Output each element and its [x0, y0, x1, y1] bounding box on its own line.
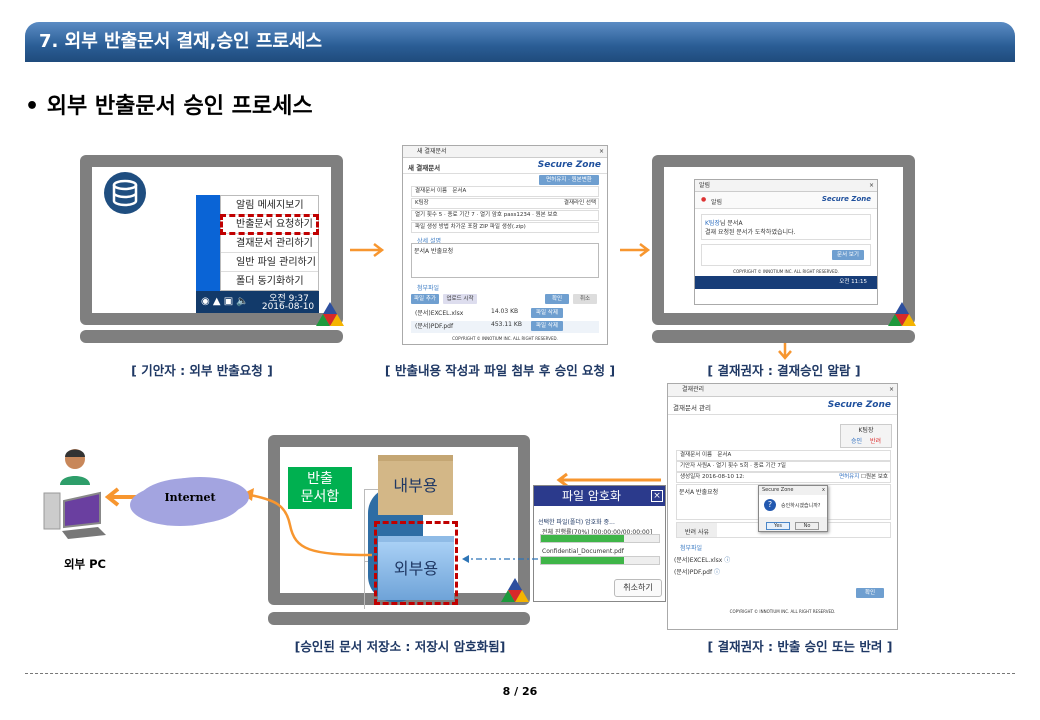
- internet-cloud-icon: [138, 478, 242, 524]
- menu-item-folder-sync[interactable]: 폴더 동기화하기: [236, 276, 304, 287]
- siren-icon: ●: [701, 196, 707, 203]
- clock-time: 오전 11:15: [839, 279, 867, 285]
- arrow-right-icon: [620, 243, 651, 257]
- tray-icons: ◉ ▲ ▣ 🔈: [201, 296, 249, 307]
- external-pc-icon: [43, 449, 106, 539]
- attach-label: 첨부파일: [417, 285, 440, 292]
- brand-logo: Secure Zone: [537, 160, 601, 170]
- close-icon[interactable]: ×: [888, 386, 894, 393]
- encrypt-title: 파일 암호화×: [534, 486, 665, 506]
- database-icon: [104, 172, 146, 214]
- caption-step3: [ 결재권자 : 결재승인 알람 ]: [707, 363, 861, 378]
- cancel-encrypt-button[interactable]: 취소하기: [614, 579, 662, 597]
- caption-step4: [ 결재권자 : 반출 승인 또는 반려 ]: [707, 639, 893, 654]
- start-panel: 알림 메세지보기 반출문서 요청하기 결재문서 관리하기 일반 파일 관리하기 …: [196, 195, 319, 313]
- encrypt-window: 파일 암호화× 선택한 파일(폴더) 암호화 중... 전체 진행률(70%) …: [533, 485, 666, 602]
- add-file-button[interactable]: 파일 추가: [411, 294, 439, 304]
- export-box-label: 반출 문서함: [288, 467, 352, 509]
- folder-internal[interactable]: 내부용: [378, 455, 453, 515]
- method-select[interactable]: 차가운 포함 ZIP 파일 생성(.zip): [450, 224, 526, 230]
- caption-storage: [승인된 문서 저장소 : 저장시 암호화됨]: [294, 639, 506, 654]
- arrow-down-icon: [778, 343, 792, 360]
- close-icon[interactable]: ×: [651, 490, 663, 502]
- arrow-right-icon: [350, 243, 385, 257]
- page-number: 8 / 26: [502, 685, 538, 698]
- brand-logo: Secure Zone: [827, 400, 891, 410]
- secure-zone-logo-icon: [888, 302, 916, 326]
- laptop-drafter: 알림 메세지보기 반출문서 요청하기 결재문서 관리하기 일반 파일 관리하기 …: [80, 155, 344, 326]
- reject-button[interactable]: 반려: [870, 438, 882, 445]
- approver-select-button[interactable]: 결재라인 선택: [563, 200, 596, 206]
- view-count-field[interactable]: 5: [438, 212, 443, 218]
- ok-button[interactable]: 확인: [545, 294, 569, 304]
- detail-label: 상세 설명: [417, 238, 441, 245]
- doc-name-field[interactable]: 문서A: [452, 188, 467, 194]
- arrow-left-icon: [556, 472, 661, 488]
- attached-file[interactable]: (문서)EXCEL.xlsx ⓘ: [674, 557, 731, 564]
- copyright: COPYRIGHT © INNOTIUM INC. ALL RIGHT RESE…: [452, 336, 558, 341]
- new-approval-window: 새 결재문서× 새 결재문서 Secure Zone 면허유지 · 원본변환 결…: [402, 145, 608, 345]
- external-pc-label: 외부 PC: [63, 557, 107, 571]
- laptop-base: [80, 330, 343, 343]
- export-path-arrow: [104, 487, 373, 557]
- overall-progress-bar: [540, 534, 660, 543]
- window-header: 새 결재문서: [408, 164, 441, 172]
- close-icon[interactable]: ×: [868, 182, 874, 189]
- slide-title-bar: 7. 외부 반출문서 결재,승인 프로세스: [25, 22, 1015, 62]
- brand-logo: Secure Zone: [821, 195, 871, 203]
- window-titlebar: 새 결재문서×: [403, 146, 607, 158]
- taskbar: 오전 11:15: [695, 276, 877, 289]
- laptop-storage: 반출 문서함 내부용 외부용: [268, 435, 530, 609]
- yes-button[interactable]: Yes: [766, 522, 790, 530]
- taskbar: ◉ ▲ ▣ 🔈 오전 9:37 2016-08-10: [196, 291, 319, 313]
- confirm-button[interactable]: 확인: [856, 588, 884, 598]
- menu-item-manage-approval[interactable]: 결재문서 관리하기: [221, 234, 318, 253]
- caption-step1: [ 기안자 : 외부 반출요청 ]: [131, 363, 273, 378]
- delete-file-button[interactable]: 파일 삭제: [531, 321, 563, 331]
- menu-item-request-export[interactable]: 반출문서 요청하기: [220, 214, 319, 235]
- password-field[interactable]: pass1234: [503, 212, 531, 218]
- caption-step2: [ 반출내용 작성과 파일 첨부 후 승인 요청 ]: [384, 363, 616, 378]
- question-icon: ?: [764, 499, 776, 511]
- delete-file-button[interactable]: 파일 삭제: [531, 308, 563, 318]
- dashed-arrow-icon: [462, 555, 538, 563]
- file-progress-bar: [540, 556, 660, 565]
- close-icon[interactable]: ×: [598, 148, 604, 155]
- menu-item-file-manage[interactable]: 일반 파일 관리하기: [221, 253, 318, 272]
- upload-button[interactable]: 업로드 시작: [443, 294, 477, 304]
- detail-textarea[interactable]: 문서A 반출요청: [411, 243, 599, 278]
- secure-zone-logo-icon: [501, 578, 529, 602]
- laptop-base: [268, 612, 530, 625]
- laptop-base: [652, 330, 915, 343]
- expire-field[interactable]: 7: [471, 212, 475, 218]
- approve-button[interactable]: 승인: [850, 438, 862, 445]
- cancel-button[interactable]: 취소: [573, 294, 597, 304]
- folder-external[interactable]: 외부용: [378, 536, 454, 600]
- footer-divider: [25, 673, 1015, 674]
- no-button[interactable]: No: [795, 522, 819, 530]
- close-icon[interactable]: x: [822, 487, 825, 493]
- view-document-button[interactable]: 문서 보기: [832, 250, 864, 260]
- menu-item-alerts[interactable]: 알림 메세지보기: [221, 196, 318, 215]
- section-heading: • 외부 반출문서 승인 프로세스: [25, 94, 313, 119]
- top-options-button[interactable]: 면허유지 · 원본변환: [539, 175, 599, 185]
- approver-field[interactable]: K팀장: [415, 200, 429, 206]
- internet-label: Internet: [164, 491, 216, 504]
- attached-file[interactable]: (문서)PDF.pdf ⓘ: [674, 569, 721, 576]
- clock-time: 오전 9:37: [269, 294, 309, 304]
- secure-zone-logo-icon: [316, 302, 344, 326]
- slide-title: 7. 외부 반출문서 결재,승인 프로세스: [39, 31, 323, 52]
- protect-checkbox[interactable]: 원본 보호: [535, 212, 558, 218]
- clock-date: 2016-08-10: [261, 302, 315, 312]
